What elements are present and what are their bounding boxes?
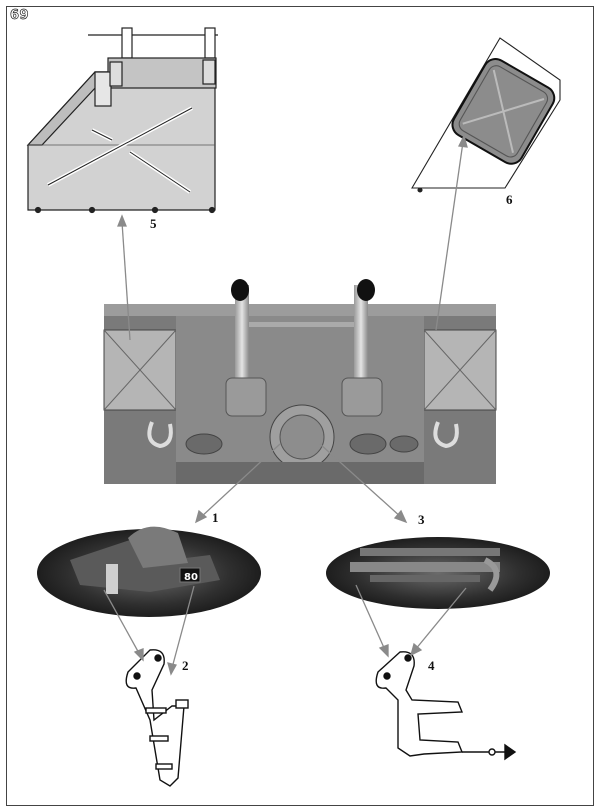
page-frame bbox=[6, 6, 594, 806]
callout-6: 6 bbox=[506, 192, 513, 207]
detail-5-drawing bbox=[26, 27, 218, 214]
page-number: 69 bbox=[10, 8, 30, 24]
callout-1: 1 bbox=[212, 510, 219, 525]
detail-6-drawing bbox=[411, 37, 561, 193]
callout-2: 2 bbox=[182, 658, 189, 673]
rear-hull-photo bbox=[103, 279, 497, 484]
detail-1-photo: 80 bbox=[37, 526, 261, 617]
detail-2-drawing bbox=[125, 649, 189, 787]
callout-5: 5 bbox=[150, 216, 157, 231]
callout-3: 3 bbox=[418, 512, 425, 527]
badge-80: 80 bbox=[184, 572, 198, 583]
callout-4: 4 bbox=[428, 658, 435, 673]
detail-4-drawing bbox=[375, 651, 517, 761]
leader-lines bbox=[103, 134, 468, 676]
detail-3-photo bbox=[326, 537, 550, 609]
